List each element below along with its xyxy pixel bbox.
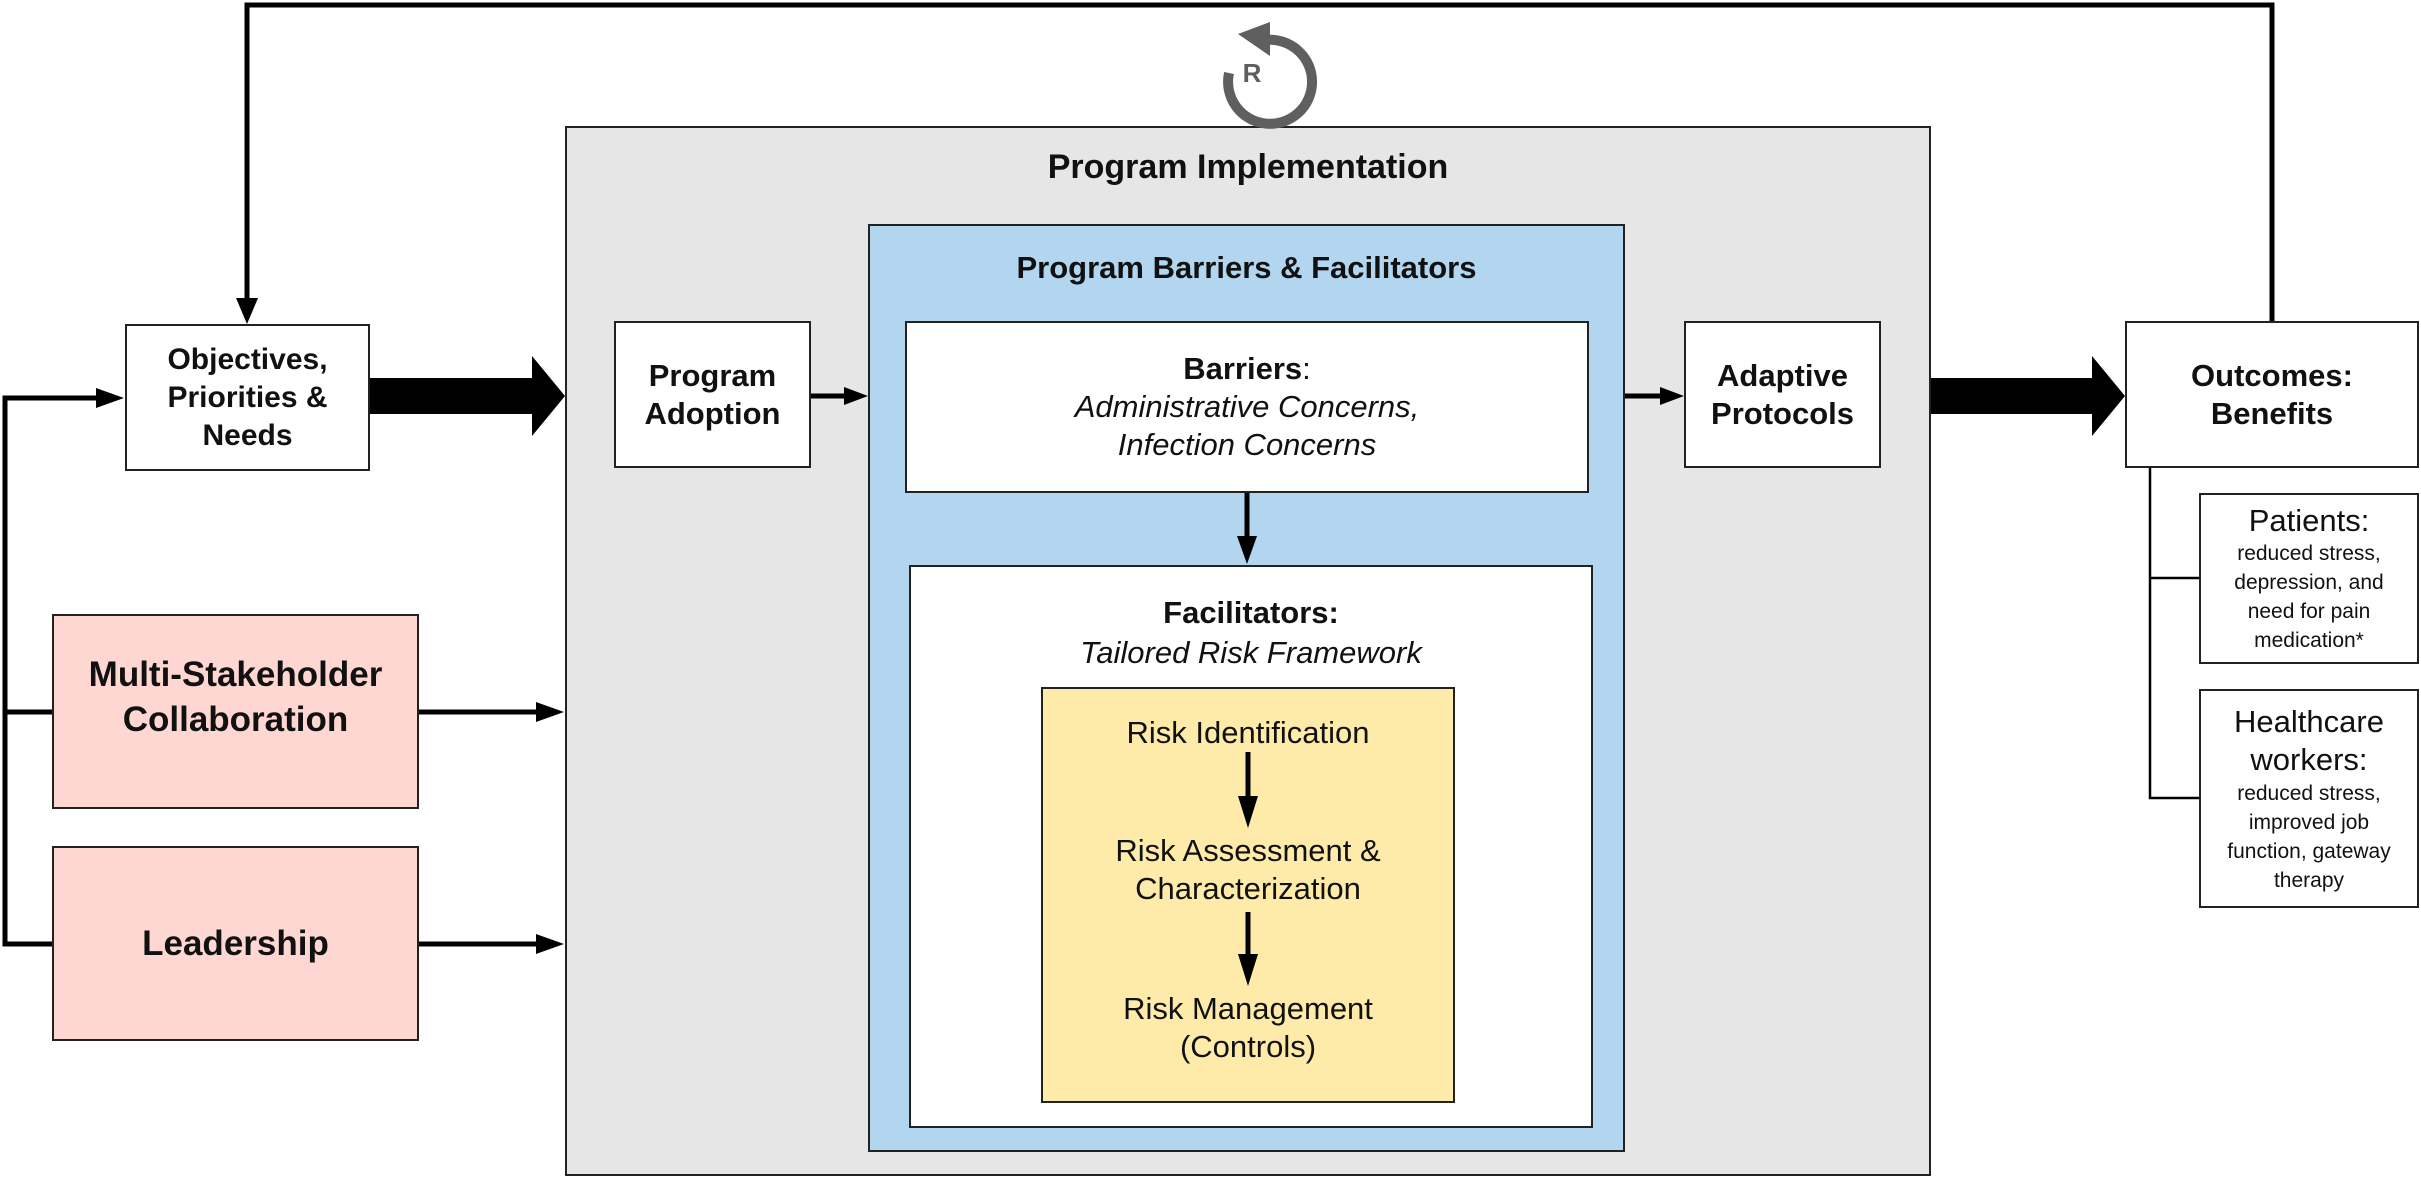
risk-step-2-label-line-2: Characterization — [1135, 871, 1361, 906]
barriers-line-2: Infection Concerns — [1117, 427, 1377, 462]
outcome-patients-heading: Patients: — [2248, 502, 2370, 538]
barriers-colon: : — [1302, 351, 1311, 386]
risk-step-1-to-2-arrowhead — [1238, 796, 1258, 828]
recycle-icon: R — [1223, 22, 1318, 129]
risk-step-1-label: Risk Identification — [1126, 715, 1370, 750]
outcomes-title-line-1: Outcomes: — [2191, 357, 2353, 393]
adoption-to-barriers-arrowhead — [844, 387, 868, 405]
outcome-healthcare-workers-box: Healthcare workers: reduced stress, impr… — [2199, 689, 2419, 908]
barriers-heading: Barriers — [1183, 351, 1303, 386]
leadership-box: Leadership — [52, 846, 419, 1041]
multi-stakeholder-box: Multi-Stakeholder Collaboration — [52, 614, 419, 809]
objectives-box: Objectives, Priorities & Needs — [125, 324, 370, 471]
outcome-healthcare-heading: Healthcare workers: — [2234, 703, 2384, 777]
barriers-facilitators-title: Program Barriers & Facilitators — [1016, 250, 1477, 285]
barriers-to-facilitators-arrowhead — [1237, 536, 1257, 564]
outcomes-box: Outcomes: Benefits — [2125, 321, 2419, 468]
objectives-label: Objectives, Priorities & Needs — [167, 342, 328, 452]
program-implementation-title: Program Implementation — [1047, 148, 1449, 186]
outcome-healthcare-text: reduced stress, improved job function, g… — [2227, 781, 2391, 892]
barriers-to-adaptive-arrowhead — [1660, 387, 1684, 405]
stakeholder-bus-line — [2, 395, 100, 947]
program-adoption-box: Program Adoption — [614, 321, 811, 468]
risk-step-2-label-line-1: Risk Assessment & — [1115, 833, 1381, 868]
program-adoption-label: Program Adoption — [644, 357, 781, 431]
objectives-input-arrowhead — [96, 388, 124, 408]
implementation-to-outcomes-arrow — [1931, 356, 2125, 436]
adaptive-protocols-box: Adaptive Protocols — [1684, 321, 1881, 468]
barriers-box: Barriers: Administrative Concerns, Infec… — [905, 321, 1589, 493]
leadership-arrowhead — [536, 934, 564, 954]
multi-stakeholder-arrowhead — [536, 702, 564, 722]
facilitators-heading: Facilitators: — [1163, 595, 1339, 630]
risk-step-assessment: Risk Assessment & Characterization — [1041, 832, 1455, 908]
facilitators-subtitle: Tailored Risk Framework — [1080, 635, 1422, 670]
risk-step-3-label-line-1: Risk Management — [1123, 991, 1373, 1026]
objectives-to-implementation-arrow — [370, 356, 565, 436]
feedback-loop-arrowhead — [236, 298, 258, 324]
risk-step-2-to-3-arrowhead — [1238, 954, 1258, 986]
multi-stakeholder-label: Multi-Stakeholder Collaboration — [88, 654, 383, 739]
outcomes-tree-line — [2148, 468, 2199, 800]
feedback-loop-line — [244, 2, 2275, 321]
outcome-patients-box: Patients: reduced stress, depression, an… — [2199, 493, 2419, 664]
risk-step-3-label-line-2: (Controls) — [1179, 1029, 1317, 1064]
barriers-line-1: Administrative Concerns, — [1074, 389, 1420, 424]
outcome-patients-text: reduced stress, depression, and need for… — [2234, 541, 2384, 652]
adaptive-protocols-label: Adaptive Protocols — [1711, 357, 1854, 431]
recycle-icon-label: R — [1243, 58, 1262, 88]
risk-step-management: Risk Management (Controls) — [1041, 990, 1455, 1066]
outcomes-title-line-2: Benefits — [2210, 395, 2334, 431]
risk-step-identification: Risk Identification — [1041, 714, 1455, 752]
leadership-label: Leadership — [142, 924, 329, 963]
